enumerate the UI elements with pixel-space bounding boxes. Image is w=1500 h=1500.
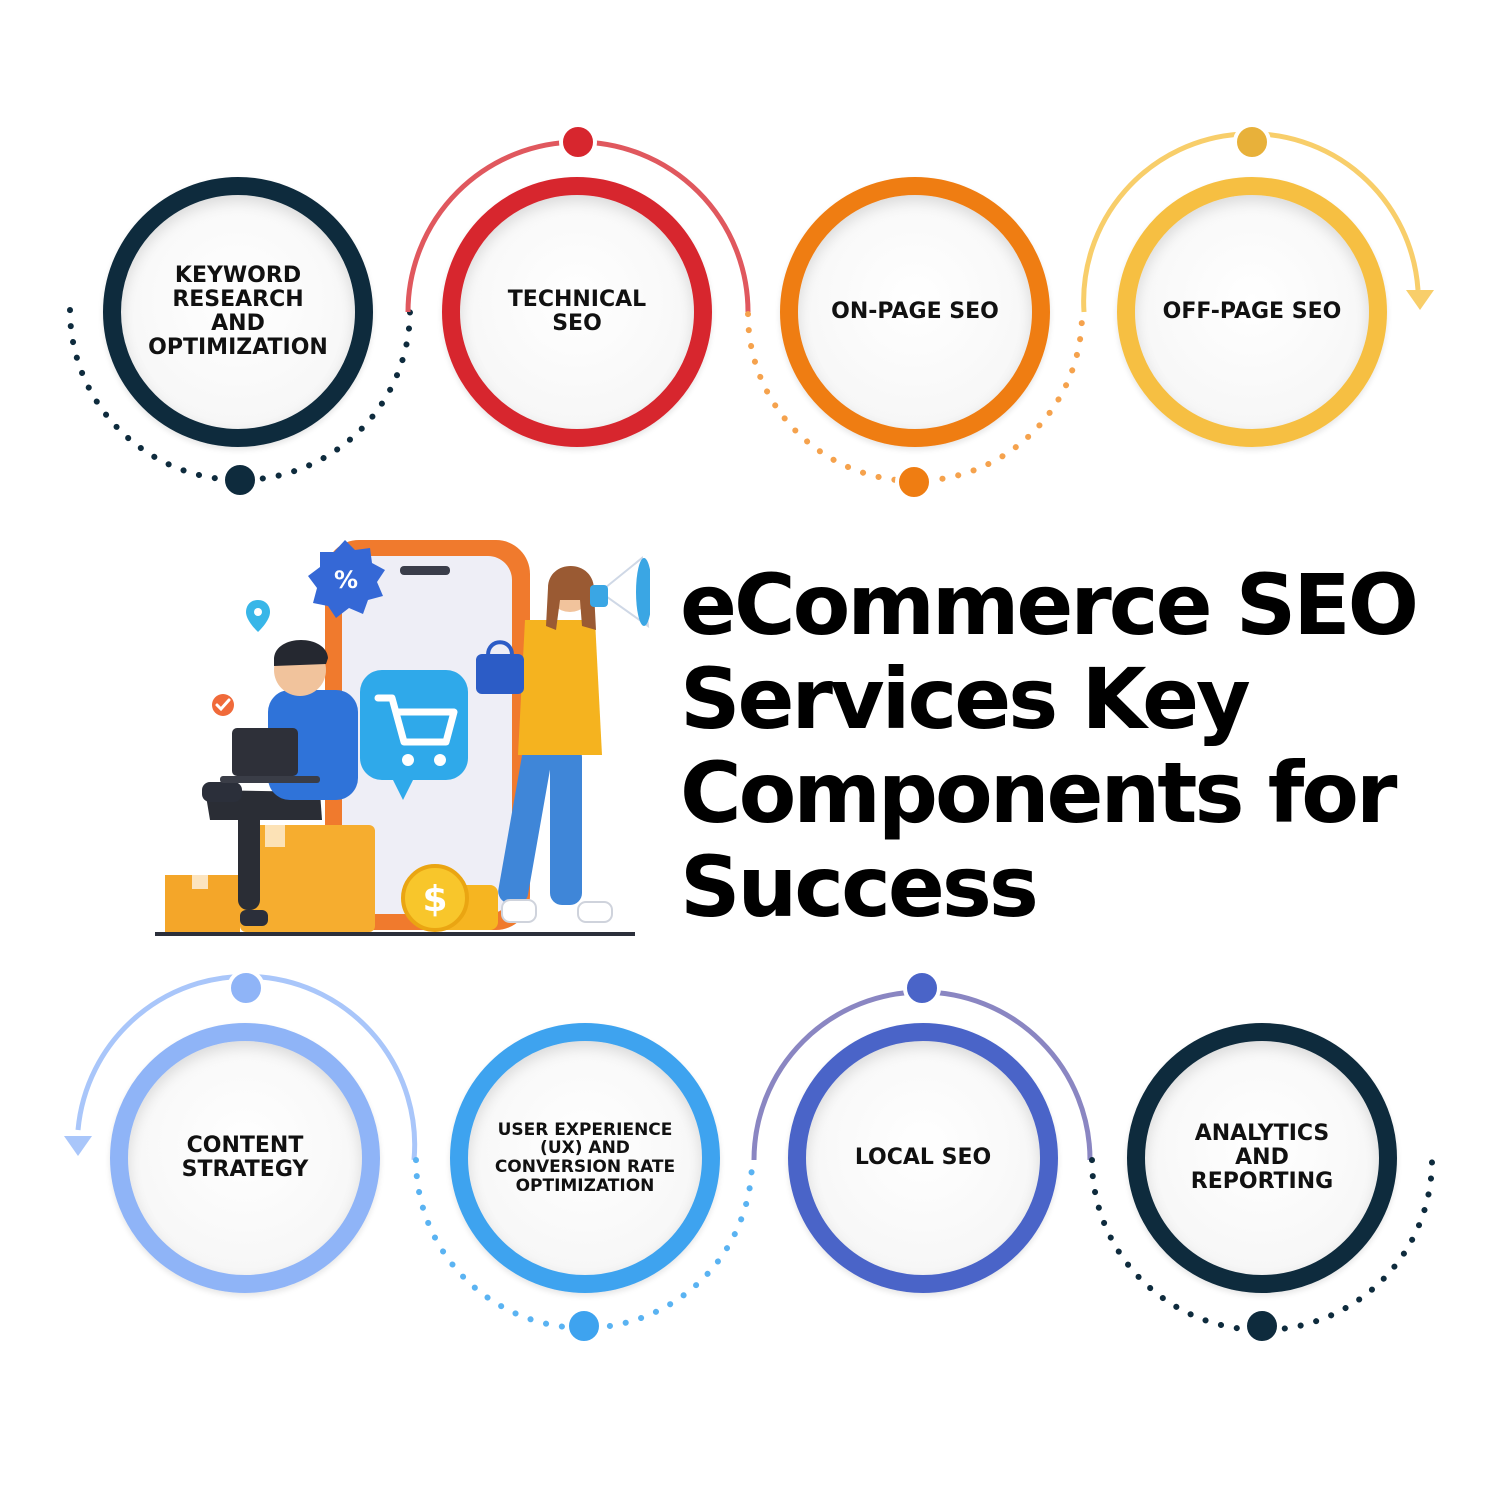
- percent-symbol: %: [334, 566, 358, 594]
- step-technical-seo: TECHNICAL SEO: [442, 177, 712, 447]
- shopping-cart-icon: [360, 670, 468, 800]
- woman-with-megaphone: [476, 556, 650, 923]
- step-on-page-seo: ON-PAGE SEO: [780, 177, 1050, 447]
- step-label: OFF-PAGE SEO: [1162, 298, 1342, 324]
- step-content-strategy: CONTENT STRATEGY: [110, 1023, 380, 1293]
- node-dot-orange: [895, 463, 933, 501]
- step-label: USER EXPERIENCE (UX) AND CONVERSION RATE…: [494, 1119, 676, 1196]
- step-analytics-reporting: ANALYTICS AND REPORTING: [1127, 1023, 1397, 1293]
- step-label: ANALYTICS AND REPORTING: [1190, 1120, 1334, 1195]
- man-with-laptop: [202, 640, 358, 926]
- dollar-coin-icon: $: [401, 864, 498, 932]
- page-title: eCommerce SEO Services Key Components fo…: [680, 556, 1419, 936]
- step-label: CONTENT STRATEGY: [181, 1132, 309, 1182]
- step-label: KEYWORD RESEARCH AND OPTIMIZATION: [148, 262, 328, 361]
- handbag-icon: [476, 640, 524, 694]
- dollar-symbol: $: [422, 879, 447, 920]
- arrow-head-light-blue: [64, 1136, 92, 1156]
- check-icon: [212, 694, 234, 716]
- connector-dotted-navy-2: [1089, 1157, 1435, 1333]
- location-pin-icon: [246, 600, 270, 632]
- laptop-icon: [220, 728, 320, 783]
- step-off-page-seo: OFF-PAGE SEO: [1117, 177, 1387, 447]
- percent-badge-icon: %: [308, 540, 385, 618]
- node-dot-navy-2: [1243, 1307, 1281, 1345]
- step-local-seo: LOCAL SEO: [788, 1023, 1058, 1293]
- megaphone-icon: [590, 556, 650, 629]
- step-label: ON-PAGE SEO: [831, 298, 999, 324]
- node-dot-yellow: [1233, 123, 1271, 161]
- node-dot-red: [559, 123, 597, 161]
- node-dot-sky-blue: [565, 1307, 603, 1345]
- cardboard-boxes: [165, 825, 375, 932]
- connector-dotted-navy: [67, 307, 413, 483]
- step-ux-cro: USER EXPERIENCE (UX) AND CONVERSION RATE…: [450, 1023, 720, 1293]
- ecommerce-illustration: % $: [155, 540, 650, 936]
- phone-speaker: [400, 566, 450, 575]
- connector-dotted-sky-blue: [413, 1157, 755, 1331]
- connector-dotted-orange: [745, 311, 1085, 484]
- node-dot-light-blue: [227, 969, 265, 1007]
- step-label: LOCAL SEO: [854, 1144, 992, 1170]
- step-keyword-research: KEYWORD RESEARCH AND OPTIMIZATION: [103, 177, 373, 447]
- step-label: TECHNICAL SEO: [507, 286, 647, 336]
- arrow-head-yellow: [1406, 290, 1434, 310]
- ground-line: [155, 932, 635, 936]
- node-dot-indigo: [903, 969, 941, 1007]
- node-dot-navy-1: [221, 461, 259, 499]
